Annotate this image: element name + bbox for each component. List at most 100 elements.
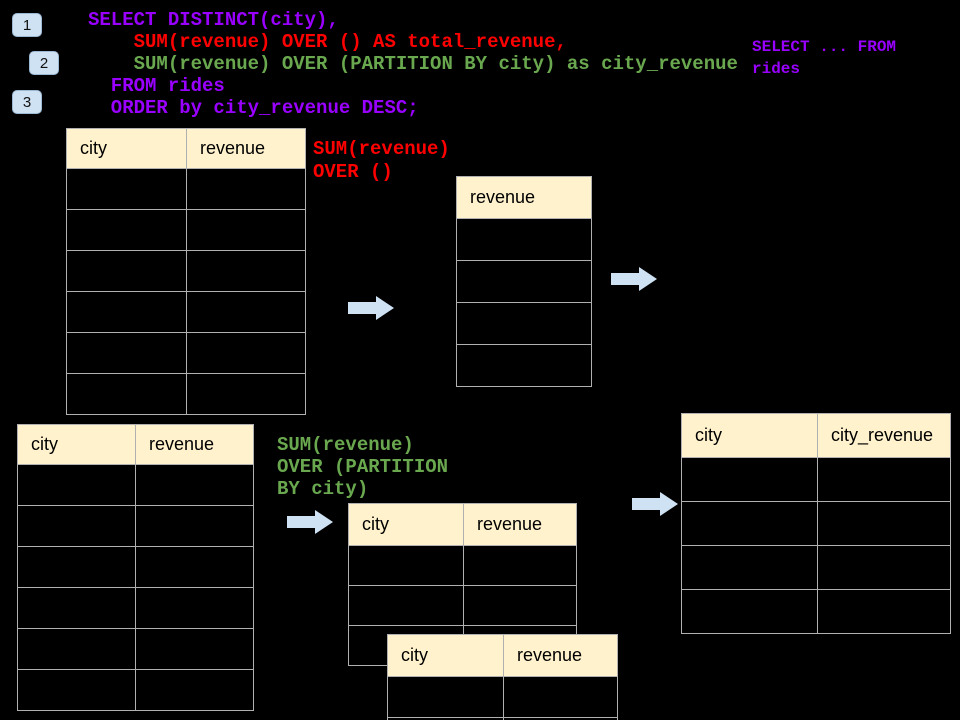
table-row <box>67 169 306 210</box>
table-cell-empty <box>818 546 951 590</box>
table-cell-empty <box>18 629 136 670</box>
table-cell-empty <box>67 333 187 374</box>
step-badge-1-label: 1 <box>22 16 32 34</box>
column-header-city: city <box>349 504 464 546</box>
sql-line-sum-partition: SUM(revenue) OVER (PARTITION BY city) as… <box>88 53 738 75</box>
table-cell-empty <box>187 169 306 210</box>
table-cell-empty <box>457 261 592 303</box>
table-row <box>349 586 577 626</box>
table-header-row: city revenue <box>18 425 254 465</box>
table-row <box>67 210 306 251</box>
table-row <box>67 251 306 292</box>
column-header-city: city <box>67 129 187 169</box>
table-cell-empty <box>682 546 818 590</box>
label-partition-line-1: SUM(revenue) <box>277 434 414 456</box>
side-note-line-2: rides <box>752 60 801 78</box>
table-source-top: city revenue <box>66 128 306 415</box>
table-row <box>349 546 577 586</box>
label-partition-line-2: OVER (PARTITION <box>277 456 449 478</box>
table-cell-empty <box>18 506 136 547</box>
table-row <box>457 345 592 387</box>
table-row <box>457 303 592 345</box>
column-header-revenue: revenue <box>504 635 618 677</box>
table-cell-empty <box>504 677 618 718</box>
sql-line-order-by: ORDER by city_revenue DESC; <box>88 97 419 119</box>
column-header-revenue: revenue <box>464 504 577 546</box>
table-header-row: revenue <box>457 177 592 219</box>
table-cell-empty <box>187 210 306 251</box>
sql-line-sum-over: SUM(revenue) OVER () AS total_revenue, <box>88 31 567 53</box>
table-row <box>67 292 306 333</box>
table-header-row: city revenue <box>349 504 577 546</box>
side-note-line-1: SELECT ... FROM <box>752 38 897 56</box>
table-cell-empty <box>18 465 136 506</box>
column-header-city: city <box>682 414 818 458</box>
table-row <box>682 458 951 502</box>
table-cell-empty <box>136 547 254 588</box>
table-cell-empty <box>457 345 592 387</box>
step-badge-2: 2 <box>29 51 59 75</box>
table-row <box>18 588 254 629</box>
table-cell-empty <box>682 590 818 634</box>
label-total-revenue: SUM(revenue)OVER () <box>313 138 450 184</box>
table-total-revenue: revenue <box>456 176 592 387</box>
table-result: city city_revenue <box>681 413 951 634</box>
table-cell-empty <box>349 586 464 626</box>
table-header-row: city revenue <box>388 635 618 677</box>
sql-line-select: SELECT DISTINCT(city), <box>88 9 339 31</box>
table-row <box>67 333 306 374</box>
table-row <box>18 547 254 588</box>
table-cell-empty <box>67 169 187 210</box>
table-cell-empty <box>464 546 577 586</box>
table-row <box>18 465 254 506</box>
table-cell-empty <box>18 588 136 629</box>
column-header-city: city <box>388 635 504 677</box>
table-row <box>18 670 254 711</box>
step-badge-1: 1 <box>12 13 42 37</box>
table-cell-empty <box>136 465 254 506</box>
table-cell-empty <box>187 251 306 292</box>
table-cell-empty <box>504 718 618 720</box>
label-total-line-2: OVER () <box>313 161 393 183</box>
table-cell-empty <box>18 670 136 711</box>
step-badge-3-label: 3 <box>22 93 32 111</box>
label-total-line-1: SUM(revenue) <box>313 138 450 160</box>
table-cell-empty <box>818 502 951 546</box>
step-badge-2-label: 2 <box>39 54 49 72</box>
column-header-city: city <box>18 425 136 465</box>
column-header-city-revenue: city_revenue <box>818 414 951 458</box>
table-cell-empty <box>136 588 254 629</box>
column-header-revenue: revenue <box>136 425 254 465</box>
table-cell-empty <box>67 374 187 415</box>
sql-code-block: SELECT DISTINCT(city), SUM(revenue) OVER… <box>88 9 738 119</box>
table-cell-empty <box>67 210 187 251</box>
table-row <box>682 502 951 546</box>
table-cell-empty <box>457 219 592 261</box>
column-header-revenue: revenue <box>457 177 592 219</box>
column-header-revenue: revenue <box>187 129 306 169</box>
table-source-bottom: city revenue <box>17 424 254 711</box>
table-partition-2: city revenue <box>387 634 618 720</box>
table-row <box>682 590 951 634</box>
table-header-row: city revenue <box>67 129 306 169</box>
table-header-row: city city_revenue <box>682 414 951 458</box>
table-row <box>67 374 306 415</box>
table-cell-empty <box>67 251 187 292</box>
table-row <box>18 506 254 547</box>
table-cell-empty <box>136 629 254 670</box>
table-cell-empty <box>388 718 504 720</box>
table-cell-empty <box>187 333 306 374</box>
table-row <box>457 261 592 303</box>
table-cell-empty <box>349 546 464 586</box>
flow-arrow-right-icon <box>287 510 333 534</box>
side-note-select-from-rides: SELECT ... FROM rides <box>752 36 896 80</box>
table-cell-empty <box>136 506 254 547</box>
table-row <box>457 219 592 261</box>
table-cell-empty <box>187 292 306 333</box>
table-row <box>682 546 951 590</box>
step-badge-3: 3 <box>12 90 42 114</box>
table-cell-empty <box>464 586 577 626</box>
table-cell-empty <box>818 590 951 634</box>
